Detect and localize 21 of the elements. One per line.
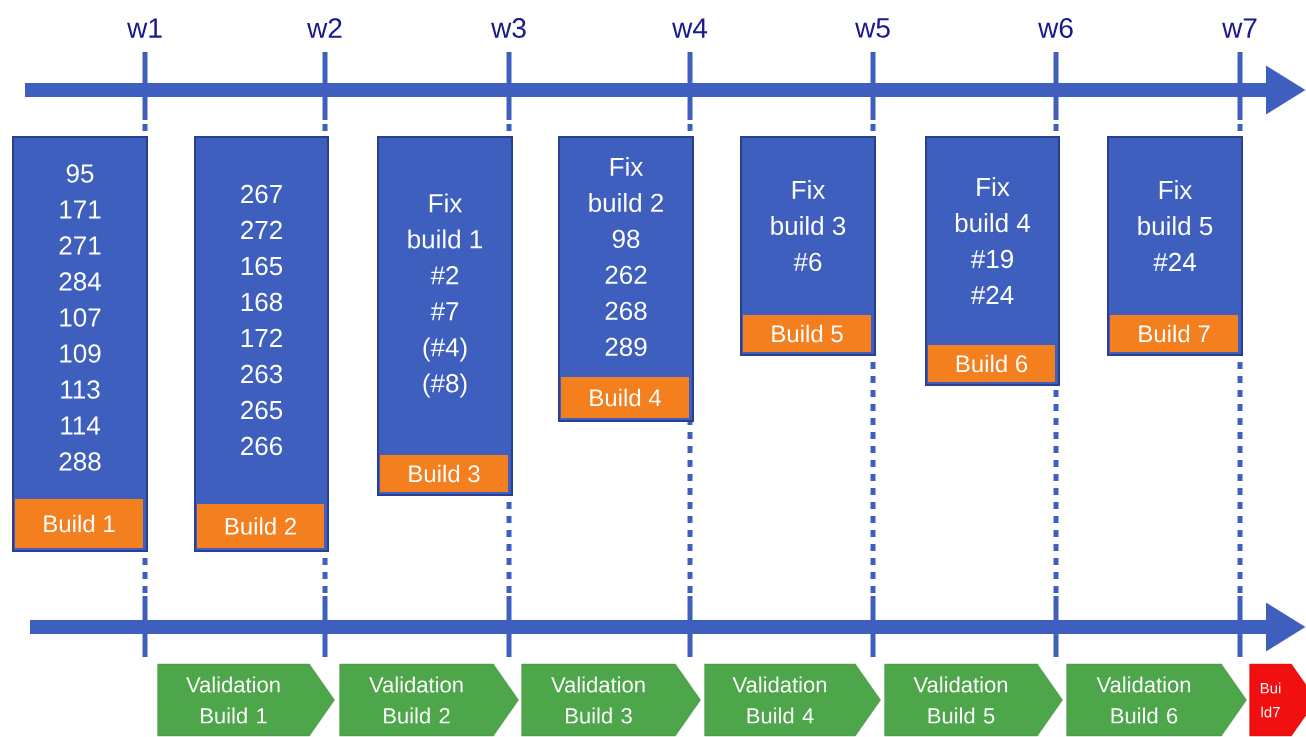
validation-step: Validation Build 1 (157, 663, 335, 737)
validation-step: Validation Build 4 (704, 663, 881, 737)
week-label: w4 (672, 18, 708, 38)
build-tag: Build 3 (380, 455, 508, 492)
build-tag: Build 4 (561, 377, 689, 418)
build-tag: Build 1 (15, 499, 143, 548)
validation-step: Validation Build 2 (339, 663, 519, 737)
validation-step: Validation Build 3 (521, 663, 701, 737)
week-label: w7 (1222, 18, 1257, 38)
build-tag: Build 5 (743, 315, 871, 352)
build-tag: Build 7 (1110, 315, 1238, 352)
build-step: Bui ld7 (1249, 663, 1306, 737)
build-tag: Build 6 (928, 345, 1055, 382)
week-label: w1 (127, 18, 162, 38)
week-label: w5 (855, 18, 890, 38)
week-label: w3 (491, 18, 526, 38)
validation-step: Validation Build 5 (884, 663, 1063, 737)
validation-step: Validation Build 6 (1066, 663, 1247, 737)
week-label: w2 (307, 18, 342, 38)
build-tag: Build 2 (197, 504, 324, 548)
week-label: w6 (1038, 18, 1073, 38)
